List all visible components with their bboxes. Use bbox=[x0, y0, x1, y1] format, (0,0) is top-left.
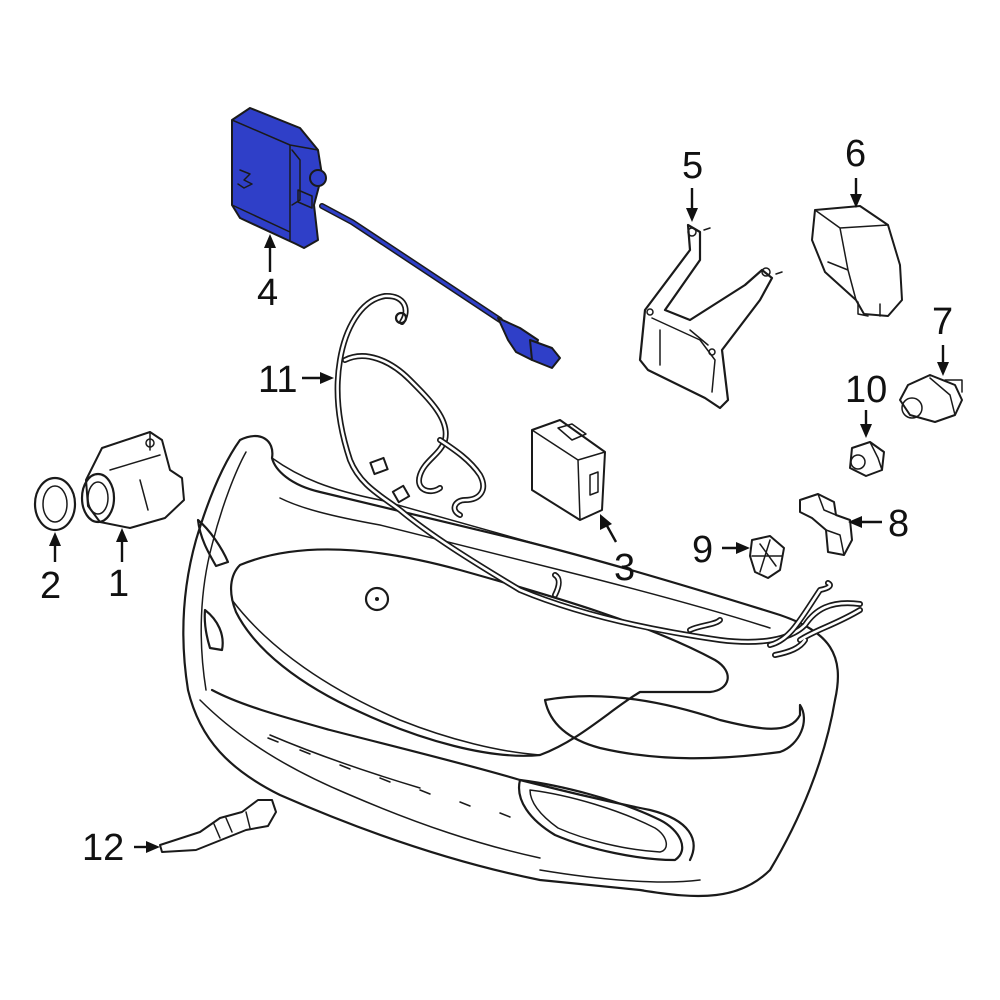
sensor-cover[interactable] bbox=[811, 205, 903, 317]
callout-3: 3 bbox=[614, 547, 635, 589]
callout-2: 2 bbox=[40, 565, 61, 607]
small-sensor[interactable] bbox=[849, 441, 885, 477]
radar-module-body bbox=[231, 107, 323, 249]
callout-1: 1 bbox=[108, 563, 129, 605]
sealing-ring[interactable] bbox=[33, 476, 77, 532]
sensor-housing[interactable] bbox=[80, 431, 185, 529]
callout-7: 7 bbox=[932, 301, 953, 343]
callout-11: 11 bbox=[258, 359, 297, 401]
control-module[interactable] bbox=[531, 419, 606, 521]
retaining-clip[interactable] bbox=[749, 535, 785, 579]
bumper-cover bbox=[182, 434, 839, 898]
temperature-sensor[interactable] bbox=[159, 799, 277, 853]
sensor-bracket[interactable] bbox=[799, 493, 853, 556]
mounting-bracket[interactable] bbox=[638, 223, 783, 410]
callout-4: 4 bbox=[257, 272, 278, 314]
callout-12: 12 bbox=[82, 827, 124, 869]
radar-sensor-module[interactable] bbox=[231, 107, 561, 369]
leader-arrows bbox=[49, 178, 949, 853]
callout-5: 5 bbox=[682, 145, 703, 187]
callout-10: 10 bbox=[845, 369, 887, 411]
callout-8: 8 bbox=[888, 503, 909, 545]
callout-labels: 1 2 3 4 5 6 7 8 9 10 11 12 bbox=[40, 133, 953, 869]
callout-6: 6 bbox=[845, 133, 866, 175]
wiring-harness bbox=[334, 293, 863, 658]
callout-9: 9 bbox=[692, 529, 713, 571]
parking-sensor[interactable] bbox=[899, 374, 963, 423]
